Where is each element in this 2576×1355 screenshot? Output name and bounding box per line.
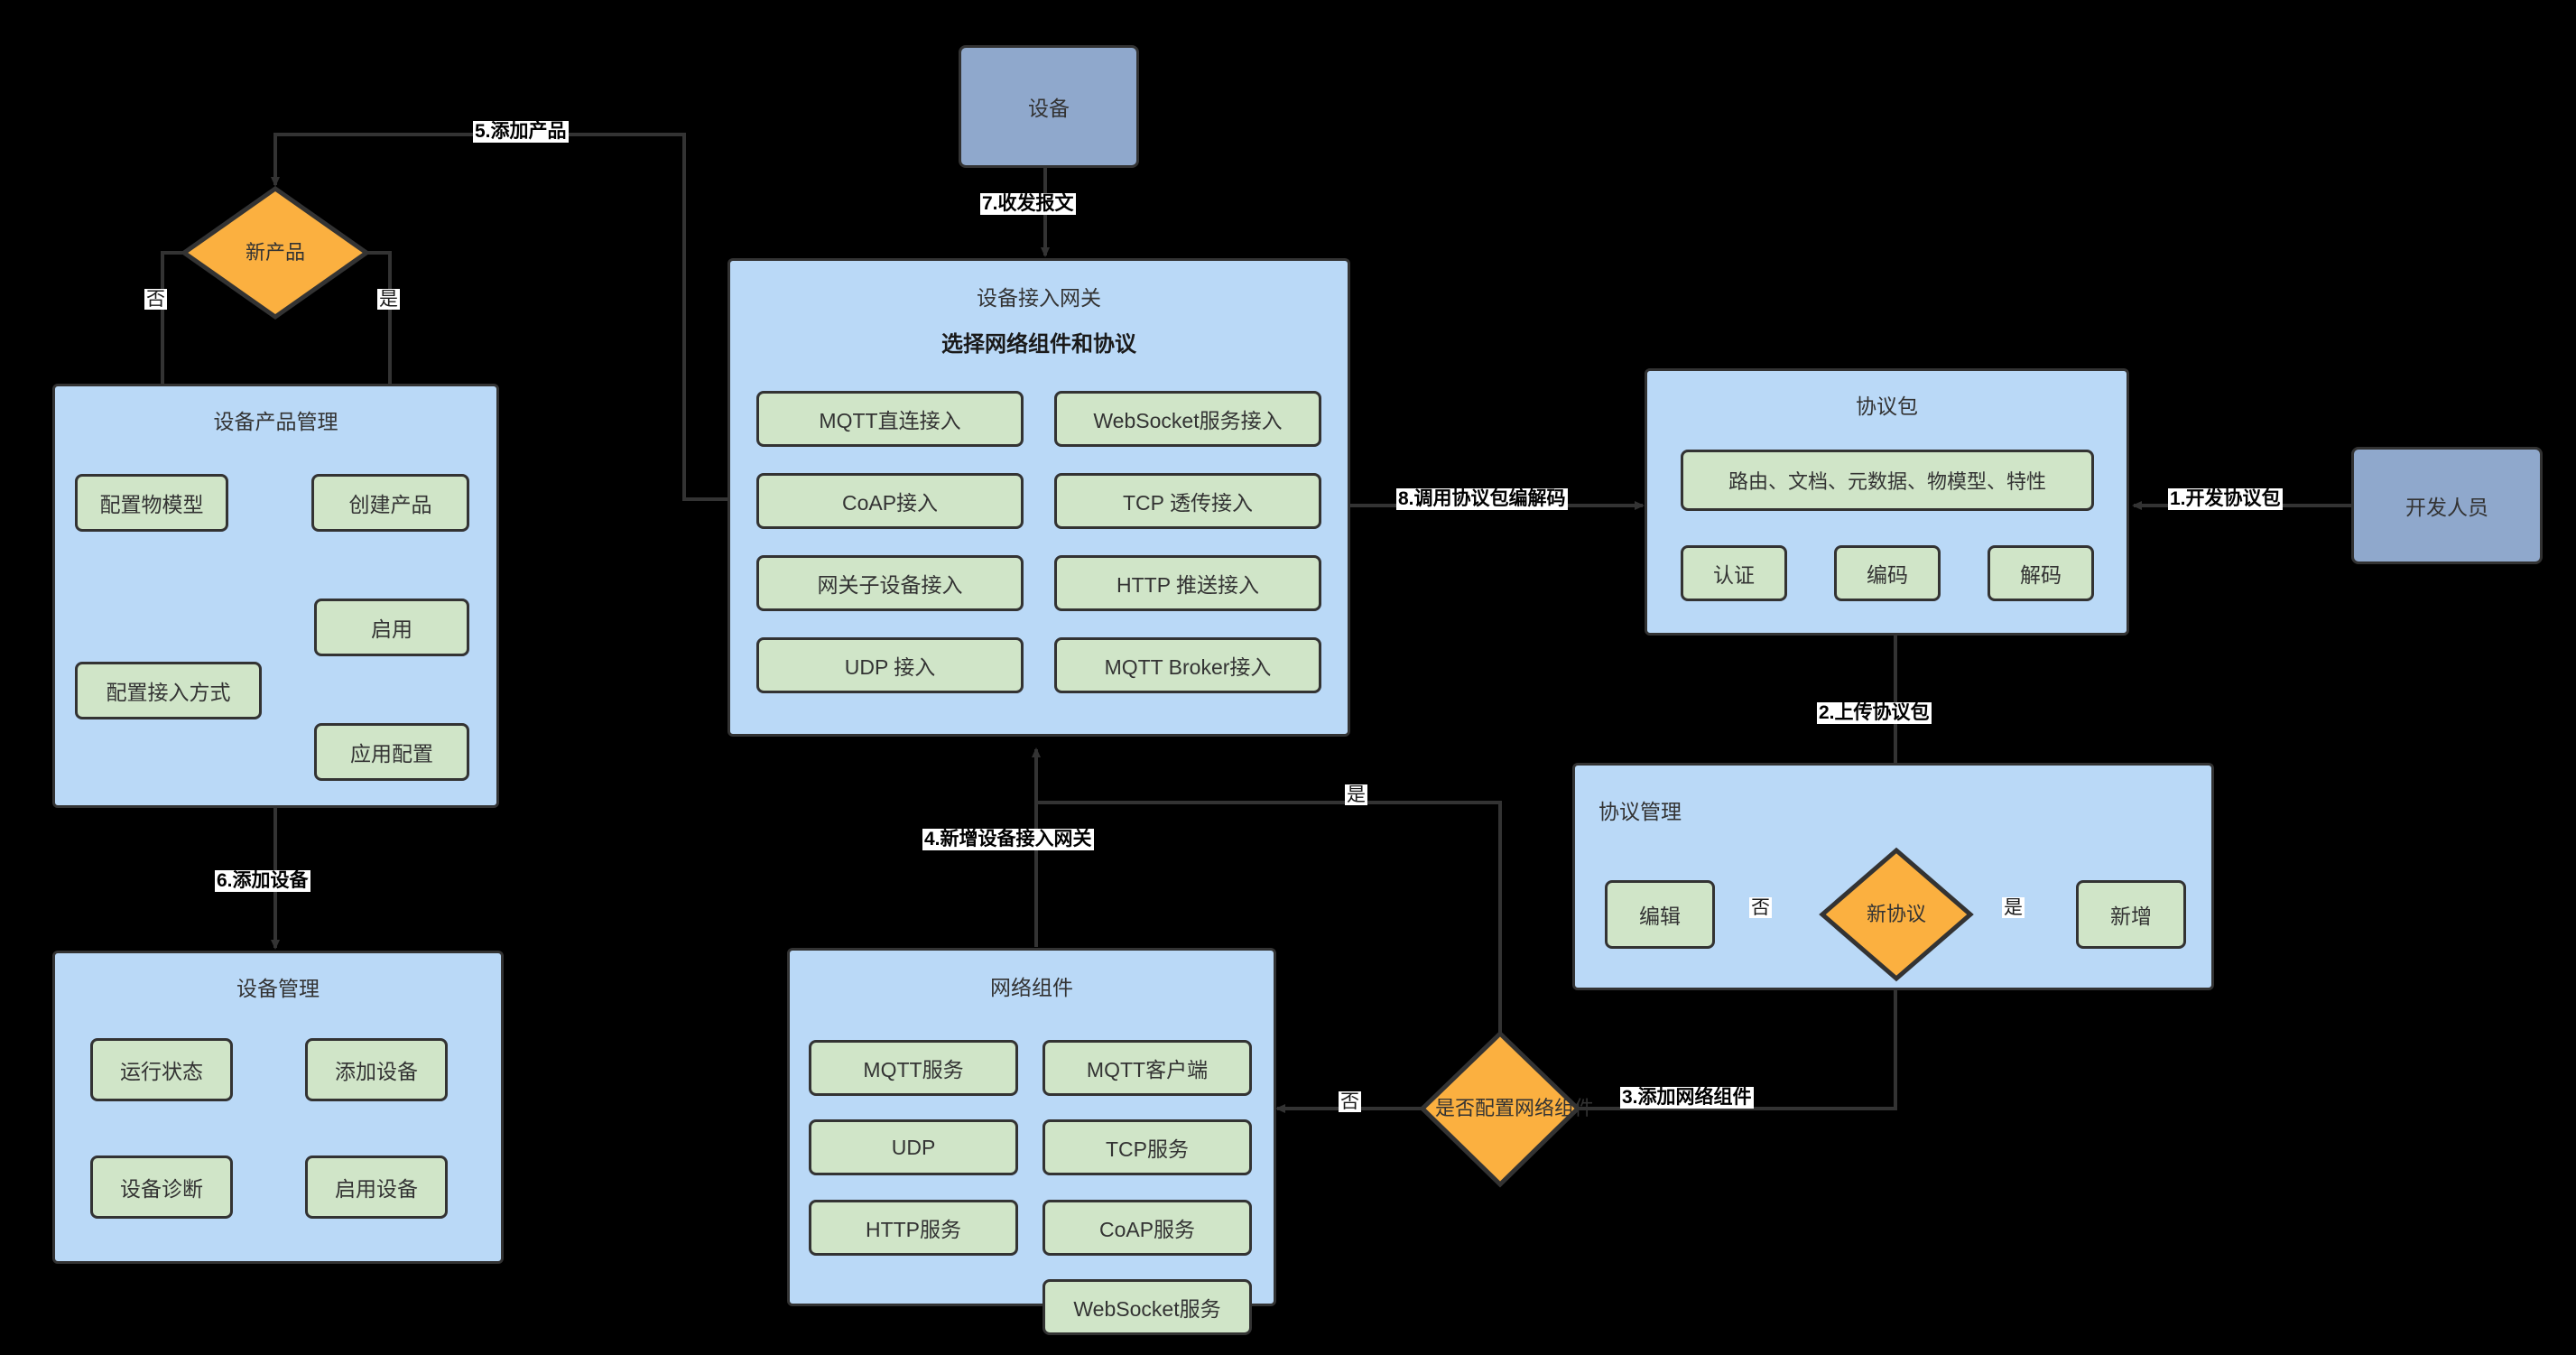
branch-label-network-no: 否: [1339, 1091, 1361, 1112]
decision-new-product-label: 新产品: [245, 240, 305, 264]
decision-new-product[interactable]: 新产品: [180, 185, 371, 320]
node-websocket-service[interactable]: WebSocket服务: [1042, 1279, 1252, 1335]
node-mqtt-broker-access[interactable]: MQTT Broker接入: [1054, 637, 1321, 693]
node-gateway-subdevice-access[interactable]: 网关子设备接入: [756, 555, 1024, 611]
branch-label-new-protocol-no: 否: [1749, 897, 1772, 918]
node-mqtt-broker-access-label: MQTT Broker接入: [1104, 655, 1272, 679]
node-http-push-access-label: HTTP 推送接入: [1116, 573, 1260, 597]
node-configure-thing-model-label: 配置物模型: [99, 493, 204, 516]
decision-new-product-shape: [180, 185, 371, 320]
node-configure-thing-model[interactable]: 配置物模型: [75, 474, 228, 532]
node-udp-label: UDP: [891, 1135, 936, 1159]
node-create-product[interactable]: 创建产品: [311, 474, 469, 532]
node-add-protocol[interactable]: 新增: [2076, 880, 2186, 949]
actor-developer[interactable]: 开发人员: [2351, 447, 2543, 564]
node-mqtt-service[interactable]: MQTT服务: [809, 1040, 1018, 1096]
node-coap-service-label: CoAP服务: [1098, 1218, 1196, 1241]
node-coap-service[interactable]: CoAP服务: [1042, 1200, 1252, 1256]
node-http-service-label: HTTP服务: [865, 1218, 962, 1241]
edge-label-step4: 4.新增设备接入网关: [922, 829, 1094, 851]
node-coap-access[interactable]: CoAP接入: [756, 473, 1024, 529]
decision-configure-network-component-label: 是否配置网络组件: [1434, 1097, 1594, 1120]
node-tcp-transparent-access-label: TCP 透传接入: [1123, 491, 1253, 515]
branch-label-new-product-yes: 是: [377, 289, 400, 310]
node-running-status[interactable]: 运行状态: [90, 1038, 233, 1101]
decision-new-protocol-shape: [1819, 847, 1974, 982]
node-add-device[interactable]: 添加设备: [305, 1038, 448, 1101]
node-authentication[interactable]: 认证: [1681, 545, 1787, 601]
node-protocol-metadata[interactable]: 路由、文档、元数据、物模型、特性: [1681, 450, 2094, 511]
node-http-service[interactable]: HTTP服务: [809, 1200, 1018, 1256]
node-udp-access-label: UDP 接入: [844, 655, 936, 679]
node-running-status-label: 运行状态: [120, 1060, 203, 1083]
edge-label-step3: 3.添加网络组件: [1620, 1087, 1754, 1109]
node-udp[interactable]: UDP: [809, 1119, 1018, 1175]
node-mqtt-direct-access-label: MQTT直连接入: [819, 409, 961, 432]
node-device-diagnosis-label: 设备诊断: [120, 1177, 203, 1201]
node-decode[interactable]: 解码: [1988, 545, 2094, 601]
node-mqtt-client[interactable]: MQTT客户端: [1042, 1040, 1252, 1096]
branch-label-new-protocol-yes: 是: [2002, 897, 2025, 918]
node-device-diagnosis[interactable]: 设备诊断: [90, 1155, 233, 1219]
node-add-protocol-label: 新增: [2110, 905, 2152, 928]
group-device-product-management-title: 设备产品管理: [213, 410, 338, 433]
node-tcp-transparent-access[interactable]: TCP 透传接入: [1054, 473, 1321, 529]
node-websocket-service-label: WebSocket服务: [1073, 1297, 1221, 1321]
actor-device[interactable]: 设备: [959, 45, 1139, 168]
node-websocket-service-access-label: WebSocket服务接入: [1093, 409, 1283, 432]
group-device-management-title: 设备管理: [236, 977, 320, 1000]
decision-new-protocol-label: 新协议: [1866, 902, 1926, 925]
node-enable-label: 启用: [371, 617, 412, 641]
node-udp-access[interactable]: UDP 接入: [756, 637, 1024, 693]
node-enable-device[interactable]: 启用设备: [305, 1155, 448, 1219]
edge-label-step1: 1.开发协议包: [2168, 488, 2283, 511]
branch-label-network-yes: 是: [1345, 784, 1367, 805]
decision-configure-network-component[interactable]: 是否配置网络组件: [1419, 1030, 1594, 1188]
edge-label-step7: 7.收发报文: [980, 193, 1076, 216]
edge-label-step6: 6.添加设备: [215, 870, 310, 893]
edge-label-step2: 2.上传协议包: [1817, 702, 1932, 725]
node-configure-access-mode[interactable]: 配置接入方式: [75, 662, 262, 719]
node-apply-config-label: 应用配置: [350, 742, 433, 766]
edge-label-step8: 8.调用协议包编解码: [1396, 488, 1568, 511]
node-configure-access-mode-label: 配置接入方式: [106, 681, 231, 704]
node-apply-config[interactable]: 应用配置: [314, 723, 469, 781]
node-coap-access-label: CoAP接入: [841, 491, 939, 515]
group-network-components-title: 网络组件: [990, 976, 1073, 999]
edge-label-step5: 5.添加产品: [473, 121, 569, 144]
branch-label-new-product-no: 否: [144, 289, 167, 310]
node-mqtt-direct-access[interactable]: MQTT直连接入: [756, 391, 1024, 447]
node-encode-label: 编码: [1867, 563, 1908, 587]
node-websocket-service-access[interactable]: WebSocket服务接入: [1054, 391, 1321, 447]
actor-developer-label: 开发人员: [2405, 496, 2488, 519]
node-tcp-service[interactable]: TCP服务: [1042, 1119, 1252, 1175]
node-http-push-access[interactable]: HTTP 推送接入: [1054, 555, 1321, 611]
node-gateway-subdevice-access-label: 网关子设备接入: [817, 573, 963, 597]
node-mqtt-client-label: MQTT客户端: [1086, 1058, 1209, 1081]
node-mqtt-service-label: MQTT服务: [863, 1058, 964, 1081]
decision-configure-network-component-shape: [1419, 1030, 1581, 1188]
group-protocol-package-title: 协议包: [1856, 394, 1918, 418]
node-enable[interactable]: 启用: [314, 599, 469, 656]
actor-device-label: 设备: [1028, 97, 1070, 120]
node-edit-protocol[interactable]: 编辑: [1605, 880, 1715, 949]
node-edit-protocol-label: 编辑: [1639, 905, 1681, 928]
group-device-access-gateway-title: 设备接入网关: [977, 286, 1101, 310]
node-protocol-metadata-label: 路由、文档、元数据、物模型、特性: [1728, 470, 2046, 493]
node-decode-label: 解码: [2020, 563, 2062, 587]
group-protocol-management-title: 协议管理: [1598, 800, 1682, 823]
decision-new-protocol[interactable]: 新协议: [1819, 847, 1974, 982]
node-enable-device-label: 启用设备: [335, 1177, 418, 1201]
node-create-product-label: 创建产品: [348, 493, 432, 516]
node-add-device-label: 添加设备: [335, 1060, 418, 1083]
node-encode[interactable]: 编码: [1834, 545, 1941, 601]
node-authentication-label: 认证: [1713, 563, 1755, 587]
group-device-access-gateway-subtitle: 选择网络组件和协议: [941, 332, 1136, 357]
node-tcp-service-label: TCP服务: [1106, 1137, 1189, 1161]
